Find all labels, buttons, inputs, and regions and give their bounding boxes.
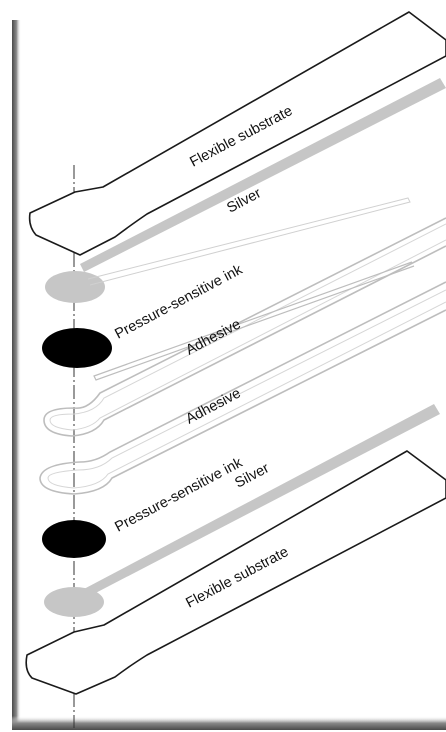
bottom-flexible-substrate-outline [25, 450, 446, 695]
adhesive-inner-1 [49, 223, 446, 431]
bottom-silver-trace [82, 404, 440, 598]
label-adhesive-2: Adhesive [183, 385, 243, 427]
ink-trace-outline [87, 197, 411, 286]
top-silver-pad [45, 271, 105, 303]
adhesive-outline-1 [43, 217, 446, 437]
adhesive-edge-top [93, 261, 415, 381]
frame-bottom-shadow [12, 716, 446, 730]
top-flexible-substrate-outline [28, 11, 446, 256]
bottom-ink-dot [42, 520, 106, 558]
label-adhesive-1: Adhesive [183, 316, 243, 358]
adhesive-outline-2 [39, 281, 446, 495]
adhesive-inner-2 [47, 289, 446, 489]
bottom-silver-pad [44, 587, 104, 617]
top-silver-trace [80, 78, 446, 272]
frame-left-shadow [12, 20, 21, 728]
top-ink-dot [42, 328, 112, 368]
